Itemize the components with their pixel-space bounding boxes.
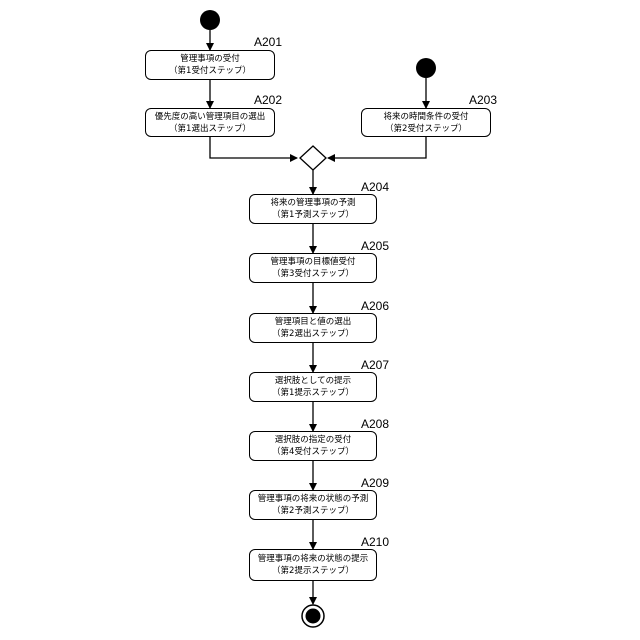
step-a203: 将来の時間条件の受付 （第2受付ステップ） <box>361 108 491 137</box>
step-a209-title: 管理事項の将来の状態の予測 <box>258 493 369 505</box>
step-a208-id: A208 <box>361 418 389 430</box>
step-a206-id: A206 <box>361 300 389 312</box>
step-a207-title: 選択肢としての提示 <box>275 375 351 387</box>
step-a209-id: A209 <box>361 477 389 489</box>
end-node <box>306 609 321 624</box>
start-node-2 <box>416 58 436 78</box>
step-a206-sub: （第2選出ステップ） <box>272 328 354 340</box>
step-a208-sub: （第4受付ステップ） <box>272 446 354 458</box>
step-a204-id: A204 <box>361 181 389 193</box>
step-a204-title: 将来の管理事項の予測 <box>270 197 355 209</box>
merge-diamond <box>300 146 326 170</box>
step-a205-id: A205 <box>361 240 389 252</box>
step-a202-title: 優先度の高い管理項目の選出 <box>155 111 266 123</box>
step-a210-sub: （第2提示ステップ） <box>272 565 354 577</box>
step-a202: 優先度の高い管理項目の選出 （第1選出ステップ） <box>145 108 275 137</box>
step-a206-title: 管理項目と値の選出 <box>275 316 352 328</box>
step-a201-id: A201 <box>254 36 282 48</box>
step-a205-sub: （第3受付ステップ） <box>272 268 354 280</box>
step-a207: 選択肢としての提示 （第1提示ステップ） <box>249 372 377 402</box>
step-a207-sub: （第1提示ステップ） <box>272 387 354 399</box>
step-a205-title: 管理事項の目標値受付 <box>270 256 355 268</box>
step-a207-id: A207 <box>361 359 389 371</box>
step-a209-sub: （第2予測ステップ） <box>272 505 354 517</box>
arrow-a203-merge <box>328 137 426 158</box>
step-a210-id: A210 <box>361 536 389 548</box>
step-a209: 管理事項の将来の状態の予測 （第2予測ステップ） <box>249 490 377 520</box>
step-a203-title: 将来の時間条件の受付 <box>383 111 468 123</box>
step-a202-sub: （第1選出ステップ） <box>169 123 251 135</box>
step-a203-sub: （第2受付ステップ） <box>385 123 467 135</box>
step-a203-id: A203 <box>469 94 497 106</box>
step-a201: 管理事項の受付 （第1受付ステップ） <box>145 50 275 80</box>
step-a210-title: 管理事項の将来の状態の提示 <box>258 553 369 565</box>
step-a208: 選択肢の指定の受付 （第4受付ステップ） <box>249 431 377 461</box>
step-a208-title: 選択肢の指定の受付 <box>275 434 352 446</box>
arrow-a202-merge <box>210 137 297 158</box>
step-a202-id: A202 <box>254 94 282 106</box>
step-a210: 管理事項の将来の状態の提示 （第2提示ステップ） <box>249 549 377 581</box>
start-node <box>200 10 220 30</box>
step-a201-sub: （第1受付ステップ） <box>169 65 251 77</box>
step-a205: 管理事項の目標値受付 （第3受付ステップ） <box>249 253 377 283</box>
step-a206: 管理項目と値の選出 （第2選出ステップ） <box>249 313 377 343</box>
step-a204-sub: （第1予測ステップ） <box>272 209 354 221</box>
step-a201-title: 管理事項の受付 <box>180 53 240 65</box>
step-a204: 将来の管理事項の予測 （第1予測ステップ） <box>249 194 377 224</box>
